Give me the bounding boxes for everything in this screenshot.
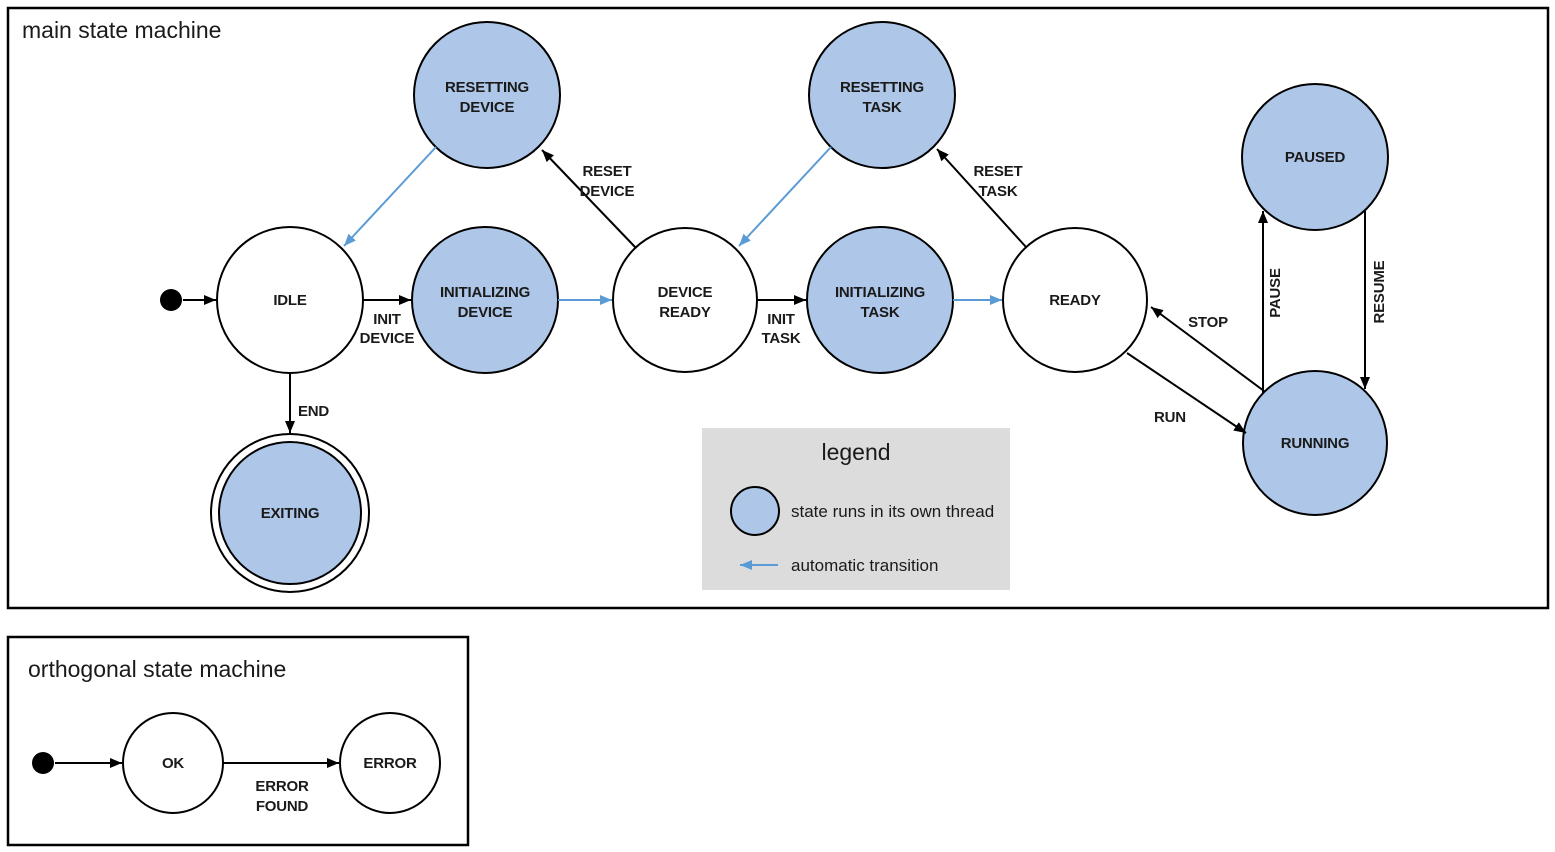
state-device-ready: DEVICE READY — [612, 227, 758, 373]
state-resetting-task-label-line2: TASK — [863, 99, 902, 116]
orthogonal-title: orthogonal state machine — [28, 656, 286, 682]
transition-reset-device: RESET DEVICE — [541, 149, 637, 249]
main-state-machine: main state machine IDLE RESETTING DEVICE… — [6, 6, 1550, 610]
transition-run-label: RUN — [1154, 409, 1186, 426]
main-title: main state machine — [22, 17, 221, 43]
transition-stop: STOP — [1150, 306, 1265, 392]
transition-error-found-label-line2: FOUND — [256, 798, 309, 815]
transition-reset-task: RESET TASK — [936, 148, 1027, 248]
state-error: ERROR — [339, 712, 441, 814]
state-running-circle — [1242, 370, 1388, 516]
state-resetting-task: RESETTING TASK — [808, 21, 956, 169]
transition-resume: RESUME — [1360, 210, 1388, 389]
transition-error-found-label-line1: ERROR — [255, 778, 309, 795]
state-initializing-task-label-line2: TASK — [861, 304, 900, 321]
transition-stop-arrow — [1150, 306, 1265, 392]
state-running: RUNNING — [1242, 370, 1388, 516]
transition-pause-label: PAUSE — [1267, 268, 1284, 318]
transition-init-task: INIT TASK — [757, 295, 806, 347]
state-device-ready-label-line1: DEVICE — [658, 284, 713, 301]
state-initializing-task: INITIALIZING TASK — [806, 226, 954, 374]
state-resetting-task-label-line1: RESETTING — [840, 79, 924, 96]
state-idle: IDLE — [216, 226, 364, 374]
transition-init-device: INIT DEVICE — [360, 295, 415, 347]
legend-title: legend — [821, 439, 890, 465]
state-ok: OK — [122, 712, 224, 814]
transition-reset-task-arrow — [936, 148, 1027, 248]
state-initializing-task-label-line1: INITIALIZING — [835, 284, 925, 301]
transition-end-label: END — [298, 403, 329, 420]
state-exiting: EXITING — [210, 433, 370, 593]
state-ready: READY — [1002, 227, 1148, 373]
state-resetting-device-label-line2: DEVICE — [460, 99, 515, 116]
transition-reset-device-label-line1: RESET — [582, 163, 631, 180]
legend-automatic-transition-label: automatic transition — [791, 556, 938, 575]
transition-reset-device-label-line2: DEVICE — [580, 183, 635, 200]
transition-auto-resetting-device-to-idle-arrow — [343, 146, 437, 247]
state-ready-label: READY — [1049, 292, 1101, 309]
orthogonal-initial-state-dot — [32, 752, 54, 774]
state-ok-label: OK — [162, 755, 184, 772]
transition-reset-task-label-line1: RESET — [973, 163, 1022, 180]
transition-stop-label: STOP — [1188, 314, 1228, 331]
orthogonal-state-machine: orthogonal state machine OK ERROR ERROR … — [6, 635, 470, 847]
legend: legend state runs in its own thread auto… — [702, 428, 1010, 590]
state-exiting-label: EXITING — [261, 505, 320, 522]
state-resetting-task-circle — [808, 21, 956, 169]
main-initial-state-dot — [160, 289, 182, 311]
state-idle-label: IDLE — [273, 292, 307, 309]
transition-init-device-label-line1: INIT — [373, 311, 401, 328]
state-paused: PAUSED — [1241, 83, 1389, 231]
transition-reset-device-arrow — [541, 149, 637, 249]
state-ready-circle — [1002, 227, 1148, 373]
legend-threaded-state-label: state runs in its own thread — [791, 502, 994, 521]
state-error-circle — [339, 712, 441, 814]
legend-threaded-state-icon — [730, 486, 780, 536]
transition-pause: PAUSE — [1258, 211, 1284, 393]
state-resetting-device: RESETTING DEVICE — [413, 21, 561, 169]
transition-init-task-label-line2: TASK — [762, 330, 801, 347]
transition-end: END — [285, 373, 330, 433]
state-error-label: ERROR — [363, 755, 417, 772]
transition-init-device-label-line2: DEVICE — [360, 330, 415, 347]
state-resetting-device-circle — [413, 21, 561, 169]
state-initializing-device-label-line2: DEVICE — [458, 304, 513, 321]
state-running-label: RUNNING — [1281, 435, 1350, 452]
transition-run: RUN — [1126, 352, 1247, 434]
transition-init-task-label-line1: INIT — [767, 311, 795, 328]
transition-error-found: ERROR FOUND — [223, 758, 339, 815]
state-initializing-device: INITIALIZING DEVICE — [411, 226, 559, 374]
state-device-ready-label-line2: READY — [659, 304, 711, 321]
state-resetting-device-label-line1: RESETTING — [445, 79, 529, 96]
state-paused-label: PAUSED — [1285, 149, 1346, 166]
state-initializing-device-label-line1: INITIALIZING — [440, 284, 530, 301]
transition-reset-task-label-line2: TASK — [979, 183, 1018, 200]
transition-run-arrow — [1126, 352, 1247, 434]
state-paused-circle — [1241, 83, 1389, 231]
transition-auto-resetting-task-to-device-ready-arrow — [738, 146, 832, 247]
transition-resume-label: RESUME — [1371, 260, 1388, 323]
state-exiting-inner-circle — [218, 441, 362, 585]
